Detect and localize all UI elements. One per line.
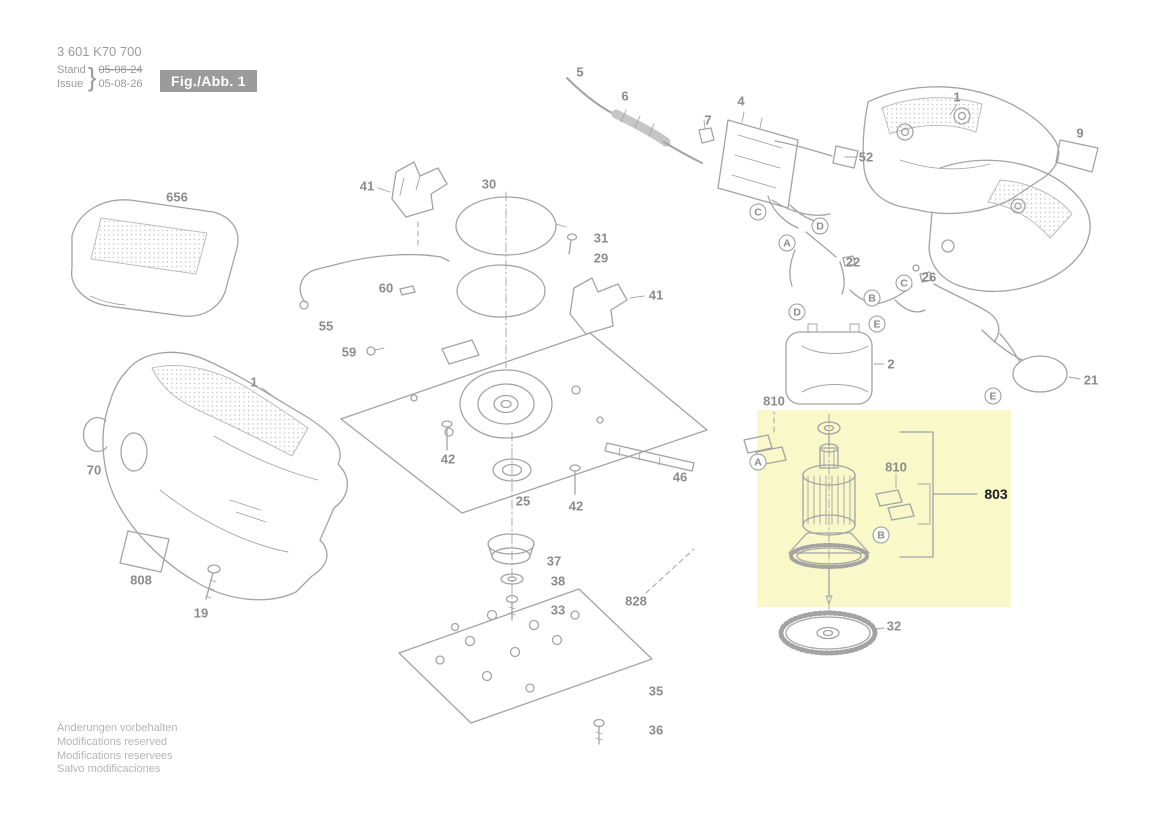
part-sketch-bearing-25 (492, 431, 532, 621)
part-sketch-screw-31 (566, 233, 578, 255)
part-sketch-top-cover-656 (71, 199, 239, 317)
part-sketch-screw-19 (205, 564, 221, 600)
part-sketch-screw-36 (593, 718, 605, 745)
part-sketch-base-plate-35 (398, 588, 653, 724)
part-sketch-switch-4 (717, 111, 831, 223)
part-sketch-bracket-52 (774, 140, 859, 169)
part-sketch-field-coil-2 (785, 323, 885, 405)
footer-line-de: Änderungen vorbehalten (57, 722, 178, 734)
part-sketch-bracket-41-top (377, 161, 448, 249)
part-sketch-flap-9 (1055, 139, 1099, 173)
revision-brace: } (87, 62, 97, 93)
part-sketch-housing-right-1 (862, 86, 1091, 293)
part-sketch-label-808 (119, 530, 170, 573)
part-sketch-screw-59 (366, 346, 385, 356)
part-sketch-chassis-plate (340, 191, 708, 594)
part-sketch-screw-42-right (569, 464, 581, 495)
footer-line-en: Modifications reserved (57, 735, 168, 748)
issue-label: Issue (57, 77, 84, 90)
part-sketch-rod-55 (299, 253, 450, 310)
stand-date: 05-08-24 (98, 64, 143, 76)
part-sketch-brushes-810-right (875, 473, 931, 525)
part-sketch-pin-60 (399, 285, 416, 296)
part-sketch-armature-803 (788, 413, 870, 611)
document-code: 3 601 K70 700 (57, 44, 142, 59)
part-sketch-26 (875, 264, 1000, 343)
part-sketch-body-left-1 (102, 351, 348, 601)
part-sketch-ring-70 (82, 416, 108, 453)
wiring-harness (767, 195, 926, 313)
part-sketch-ring-30 (455, 196, 567, 256)
part-sketch-washer-38 (500, 573, 524, 585)
part-sketch-flange-37 (487, 533, 535, 565)
highlight-region-803 (757, 410, 1011, 607)
part-sketch-strip-46 (604, 442, 695, 472)
issue-date: 05-08-26 (98, 77, 143, 90)
part-sketch-cord-5-6-7 (566, 77, 715, 164)
part-sketch-screw-42-left (441, 420, 453, 451)
part-sketch-bracket-41-right (569, 277, 645, 335)
footer-line-fr: Modifications reservees (57, 749, 173, 762)
stand-label: Stand (57, 64, 86, 76)
footer-notice: Änderungen vorbehalten Modifications res… (57, 722, 177, 777)
callout-bracket-803 (899, 431, 978, 558)
part-sketch-ring-29 (456, 264, 546, 318)
revision-block: Stand Issue } 05-08-24 05-08-26 (57, 64, 142, 92)
footer-line-es: Salvo modificaciones (57, 763, 161, 776)
part-sketch-cable-21 (981, 329, 1081, 393)
part-sketch-fan-32 (778, 610, 885, 656)
figure-badge: Fig./Abb. 1 (160, 70, 257, 92)
